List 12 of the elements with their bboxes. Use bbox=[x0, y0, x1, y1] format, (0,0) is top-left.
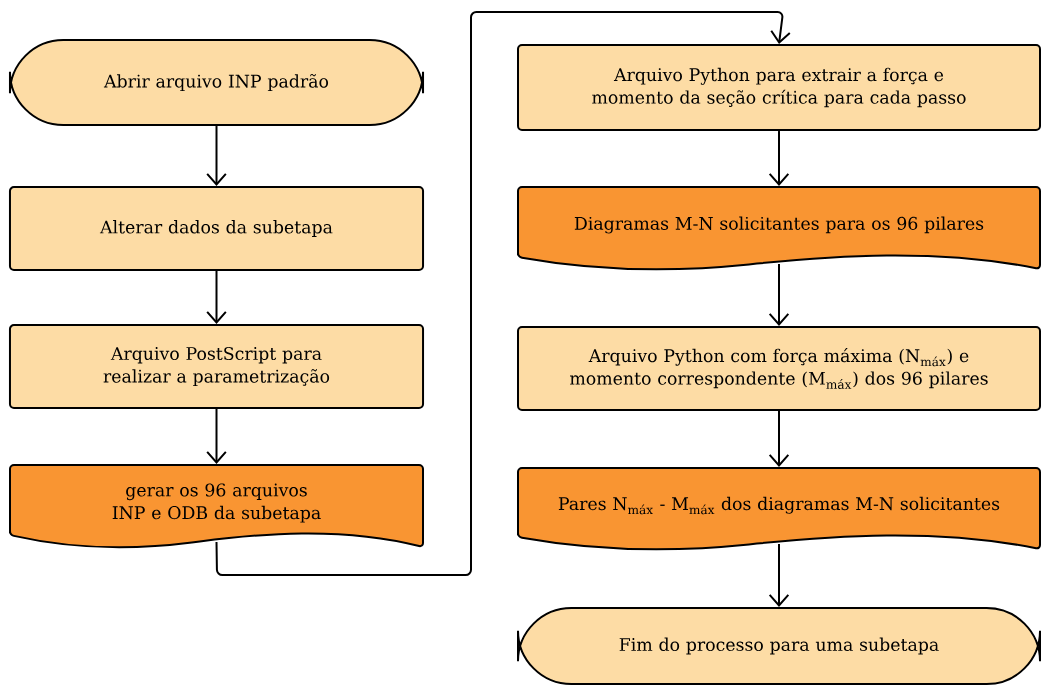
arrow bbox=[206, 407, 227, 464]
process-box: Arquivo PostScript para realizar a parametrização bbox=[8, 324, 425, 409]
arrow bbox=[215, 11, 791, 576]
process-box: Arquivo Python para extrair a força e momento da seção crítica para cada passo bbox=[517, 43, 1041, 132]
arrow bbox=[206, 269, 227, 325]
arrow bbox=[206, 125, 227, 187]
arrow bbox=[768, 542, 790, 607]
arrow bbox=[768, 263, 790, 327]
arrow bbox=[768, 409, 790, 468]
process-box: Alterar dados da subetapa bbox=[8, 186, 425, 271]
process-box: Arquivo Python com força máxima (N$_{máx}$) e momento correspondente (M$_{máx}$) dos 96 pilares bbox=[517, 326, 1041, 411]
arrow bbox=[768, 130, 790, 186]
